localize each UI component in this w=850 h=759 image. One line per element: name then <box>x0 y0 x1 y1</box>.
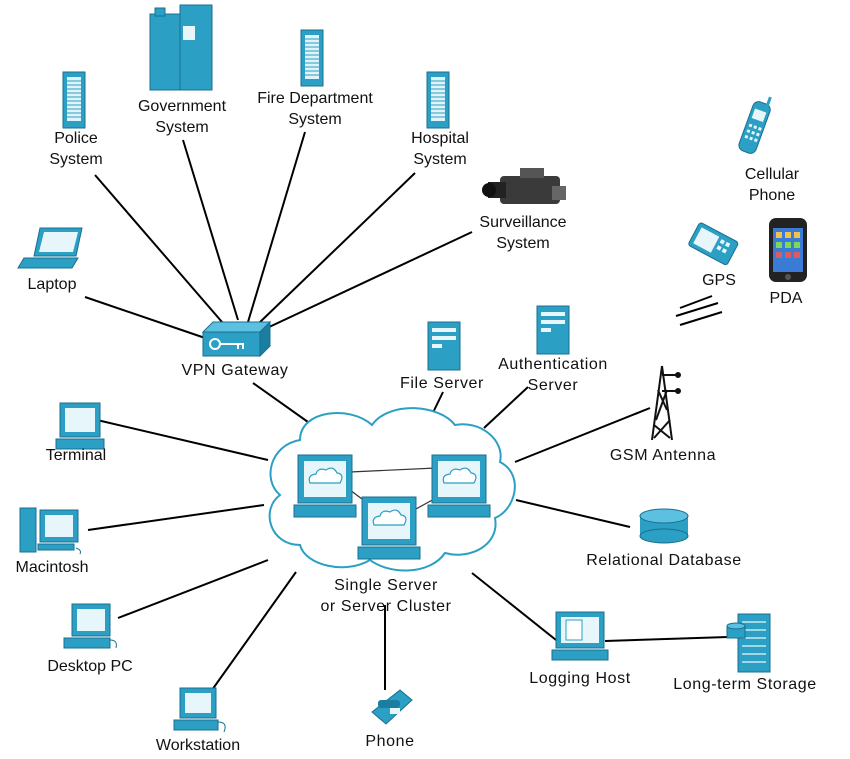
gsm-antenna-label: GSM Antenna <box>609 447 717 464</box>
laptop-label: Laptop <box>27 276 77 293</box>
desktop-pc-label: Desktop PC <box>47 658 133 675</box>
government-tower-icon <box>149 4 213 91</box>
cellular-phone-icon <box>738 96 772 154</box>
surveillance-camera-icon <box>482 168 566 204</box>
pda-label: PDA <box>769 290 803 307</box>
logging-host-icon <box>551 611 609 661</box>
laptop-icon <box>17 227 83 269</box>
server-cluster-cloud <box>268 407 516 572</box>
long-term-storage-icon <box>726 613 771 673</box>
file-server-label: File Server <box>400 375 484 392</box>
phone-icon <box>371 689 413 725</box>
phone-label: Phone <box>365 733 415 750</box>
fire-department-rack-icon <box>300 29 324 87</box>
gps-icon <box>688 222 739 266</box>
server-icon <box>427 454 491 518</box>
authentication-server-icon <box>536 305 570 355</box>
relational-database-label: Relational Database <box>586 552 742 569</box>
pda-icon <box>769 218 807 282</box>
workstation-icon <box>173 687 226 733</box>
long-term-storage-label: Long-term Storage <box>673 676 817 693</box>
relational-database-icon <box>639 508 689 544</box>
connection-lines <box>84 131 729 691</box>
hospital-rack-icon <box>426 71 450 129</box>
server-icon <box>357 496 421 560</box>
police-rack-icon <box>62 71 86 129</box>
terminal-label: Terminal <box>45 447 107 464</box>
file-server-icon <box>427 321 461 371</box>
logging-host-label: Logging Host <box>529 670 631 687</box>
vpn-gateway-icon <box>201 320 272 358</box>
gsm-antenna-icon <box>651 365 681 441</box>
desktop-pc-icon <box>63 603 117 649</box>
gps-label: GPS <box>702 272 736 289</box>
macintosh-label: Macintosh <box>15 559 89 576</box>
workstation-label: Workstation <box>155 737 241 754</box>
terminal-icon <box>55 402 105 450</box>
server-icon <box>293 454 357 518</box>
vpn-gateway-label: VPN Gateway <box>181 362 289 379</box>
macintosh-icon <box>19 507 81 555</box>
